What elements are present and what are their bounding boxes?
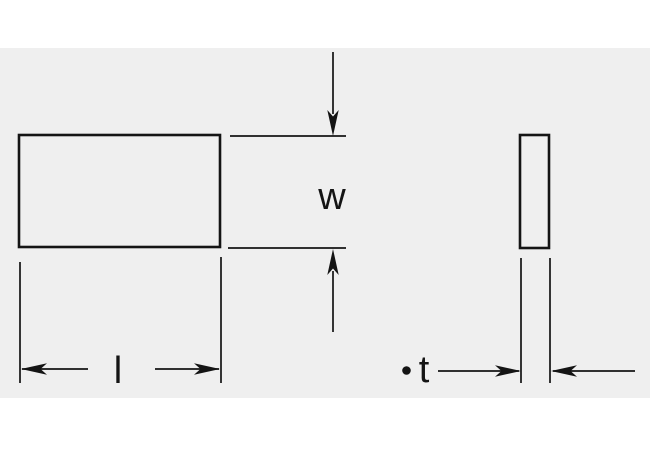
front-view	[17, 133, 222, 249]
thickness-label: t	[418, 349, 430, 391]
side-view-rect	[518, 133, 551, 250]
width-label: w	[318, 176, 346, 218]
arrow-down-icon	[327, 110, 339, 136]
arrow-right-icon	[194, 363, 220, 375]
arrow-up-icon	[327, 249, 339, 275]
length-dimension	[19, 257, 222, 383]
arrow-left-icon	[551, 365, 577, 377]
length-label: l	[113, 350, 123, 392]
thickness-dimension	[402, 258, 635, 383]
arrow-left-icon	[21, 363, 47, 375]
side-view	[518, 133, 551, 250]
arrow-right-icon	[495, 365, 521, 377]
diagram-gray-background	[0, 48, 650, 398]
width-dimension	[228, 52, 346, 332]
front-view-rect	[17, 133, 222, 249]
bullet-icon	[402, 366, 411, 375]
